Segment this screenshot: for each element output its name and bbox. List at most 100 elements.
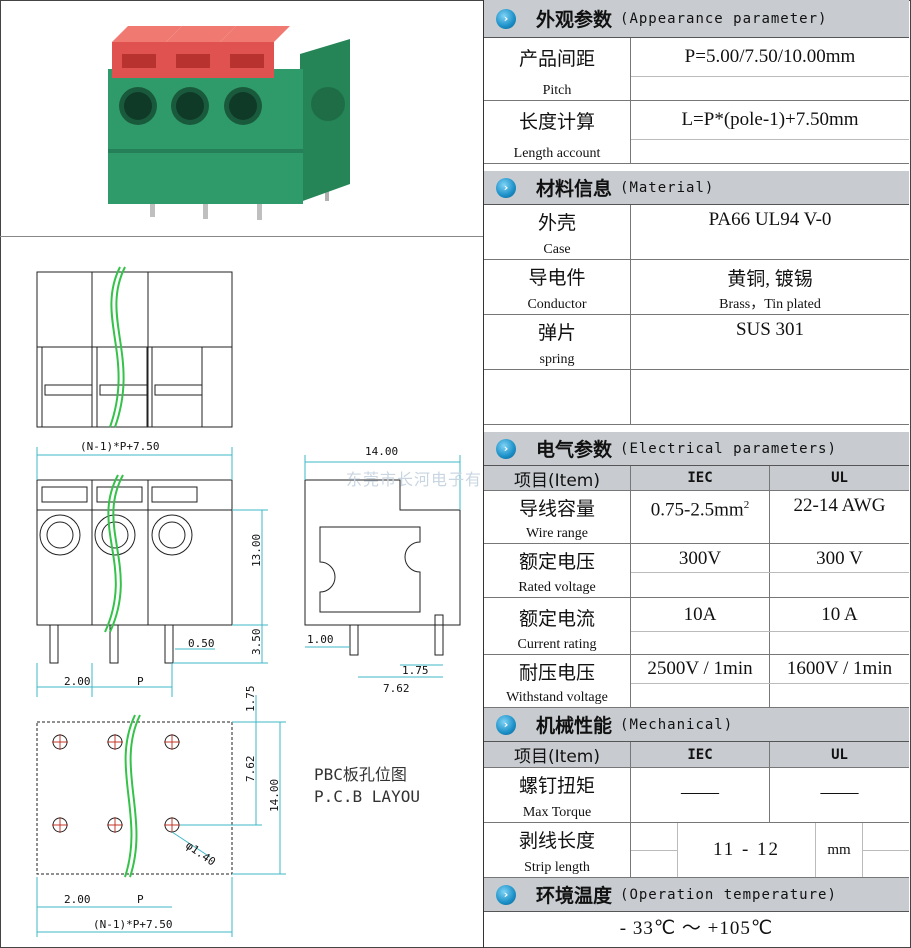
housing-seam — [108, 149, 303, 153]
wire-hole-inner — [176, 92, 204, 120]
row-label: 额定电流 Current rating — [484, 598, 631, 654]
row-value: PA66 UL94 V-0 — [708, 209, 832, 230]
dim-pitch-p: P — [137, 675, 144, 688]
arrow-ball-icon: › — [496, 438, 516, 459]
ul-value: 10 A — [821, 604, 858, 625]
dim-side-width: 14.00 — [365, 445, 398, 458]
section-title-en: (Material) — [620, 179, 715, 196]
ul-value: 300 V — [816, 548, 863, 569]
header-iec: IEC — [631, 466, 770, 490]
label-en: Conductor — [527, 297, 587, 312]
row-value: SUS 301 — [735, 319, 805, 340]
dim-pitch-2: 2.00 — [64, 675, 91, 688]
iec-value: 2500V / 1min — [647, 658, 753, 679]
label-en: Max Torque — [522, 805, 592, 820]
spec-row: 长度计算 Length account L=P*(pole-1)+7.50mm — [484, 101, 909, 164]
spec-row: 外壳 Case PA66 UL94 V-0 — [484, 205, 909, 260]
label-zh: 弹片 — [537, 322, 576, 344]
arrow-ball-icon: › — [496, 714, 516, 735]
dim-hole: φ1.40 — [183, 839, 218, 869]
ul-value: —— — [820, 782, 859, 803]
label-en: Pitch — [542, 83, 572, 98]
iec-value: —— — [681, 782, 719, 803]
arrow-ball-icon: › — [496, 8, 516, 29]
dim-pcb-p: P — [137, 893, 144, 906]
label-zh: 螺钉扭矩 — [518, 775, 595, 797]
label-zh: 额定电压 — [518, 551, 595, 573]
label-zh: 外壳 — [537, 212, 576, 234]
row-label: 额定电压 Rated voltage — [484, 544, 631, 597]
header-iec: IEC — [631, 742, 770, 767]
dim-pin-width: 0.50 — [188, 637, 215, 650]
front-view-outline — [36, 479, 233, 626]
row-label: 产品间距 Pitch — [484, 38, 631, 100]
lever-slot — [122, 54, 156, 68]
row-label: 弹片 spring — [484, 315, 631, 369]
row-value-en: Brass，Tin plated — [719, 297, 821, 312]
spec-row: 导电件 Conductor 黄铜, 镀锡 Brass，Tin plated — [484, 260, 909, 315]
dim-overall-bottom: (N-1)*P+7.50 — [93, 918, 172, 931]
dim-side-175: 1.75 — [402, 664, 429, 677]
pin — [257, 196, 262, 220]
temperature-value: - 33℃ ～ +105℃ — [619, 918, 774, 939]
section-title-en: (Operation temperature) — [620, 886, 837, 903]
label-en: Withstand voltage — [506, 690, 608, 705]
row-label: 长度计算 Length account — [484, 101, 631, 163]
break-line — [104, 266, 141, 878]
lever-top — [112, 26, 182, 42]
dim-side-762: 7.62 — [383, 682, 410, 695]
arrow-ball-icon: › — [496, 884, 516, 905]
pcb-label-zh: PBC板孔位图 — [314, 765, 407, 784]
photo-divider — [0, 236, 483, 237]
strip-length-value: 11 - 12 — [678, 839, 815, 861]
label-en: Rated voltage — [518, 580, 596, 595]
spec-row: 剥线长度 Strip length 11 - 12 mm — [484, 823, 909, 878]
section-title-zh: 机械性能 — [536, 715, 613, 737]
strip-length-unit: mm — [816, 842, 862, 859]
arrow-ball-icon: › — [496, 177, 516, 198]
dim-side-1: 1.00 — [307, 633, 334, 646]
spec-row: 额定电流 Current rating 10A 10 A — [484, 598, 909, 655]
spec-row: 螺钉扭矩 Max Torque —— —— — [484, 768, 909, 823]
iec-value: 300V — [678, 548, 722, 569]
label-en: spring — [539, 352, 575, 367]
header-ul: UL — [831, 746, 848, 763]
electrical-header: 项目(Item) IEC UL — [484, 466, 909, 491]
row-value: P=5.00/7.50/10.00mm — [684, 46, 856, 67]
section-environment: › 环境温度 (Operation temperature) — [484, 878, 909, 912]
section-appearance: › 外观参数 (Appearance parameter) — [484, 0, 909, 38]
label-en: Case — [543, 242, 571, 257]
section-title-zh: 材料信息 — [536, 178, 613, 200]
section-material: › 材料信息 (Material) — [484, 171, 909, 205]
side-hole — [311, 87, 345, 121]
row-value: 黄铜, 镀锡 — [727, 269, 813, 290]
row-label: 外壳 Case — [484, 205, 631, 259]
dim-overall-top: (N-1)*P+7.50 — [80, 440, 159, 453]
spec-row: 产品间距 Pitch P=5.00/7.50/10.00mm — [484, 38, 909, 101]
row-label: 螺钉扭矩 Max Torque — [484, 768, 631, 822]
label-zh: 剥线长度 — [518, 830, 595, 852]
section-title-zh: 外观参数 — [536, 9, 613, 31]
label-zh: 导电件 — [528, 267, 586, 289]
pcb-outline — [36, 721, 233, 875]
section-mechanical: › 机械性能 (Mechanical) — [484, 708, 909, 742]
header-item: 项目(Item) — [484, 466, 631, 491]
dim-height-13: 13.00 — [250, 534, 263, 567]
label-en: Wire range — [525, 526, 588, 541]
label-zh: 耐压电压 — [518, 662, 595, 684]
label-en: Strip length — [524, 860, 590, 875]
label-en: Current rating — [517, 637, 597, 652]
lever-slot — [230, 54, 264, 68]
row-label: 导线容量 Wire range — [484, 491, 631, 543]
pcb-label-en: P.C.B LAYOU — [314, 787, 420, 806]
row-label: 导电件 Conductor — [484, 260, 631, 314]
watermark: 东莞市长河电子有 — [346, 470, 483, 489]
spec-row: 导线容量 Wire range 0.75-2.5mm2 22-14 AWG — [484, 491, 909, 544]
dim-pcb-762: 7.62 — [244, 756, 257, 783]
label-zh: 导线容量 — [518, 498, 595, 520]
side-view-outline — [304, 479, 461, 626]
technical-drawing: (N-1)*P+7.50 14.00 13.00 3.50 0.50 2.00 … — [36, 266, 461, 937]
row-label: 耐压电压 Withstand voltage — [484, 655, 631, 707]
row-value: L=P*(pole-1)+7.50mm — [681, 109, 859, 130]
spec-row: 额定电压 Rated voltage 300V 300 V — [484, 544, 909, 598]
